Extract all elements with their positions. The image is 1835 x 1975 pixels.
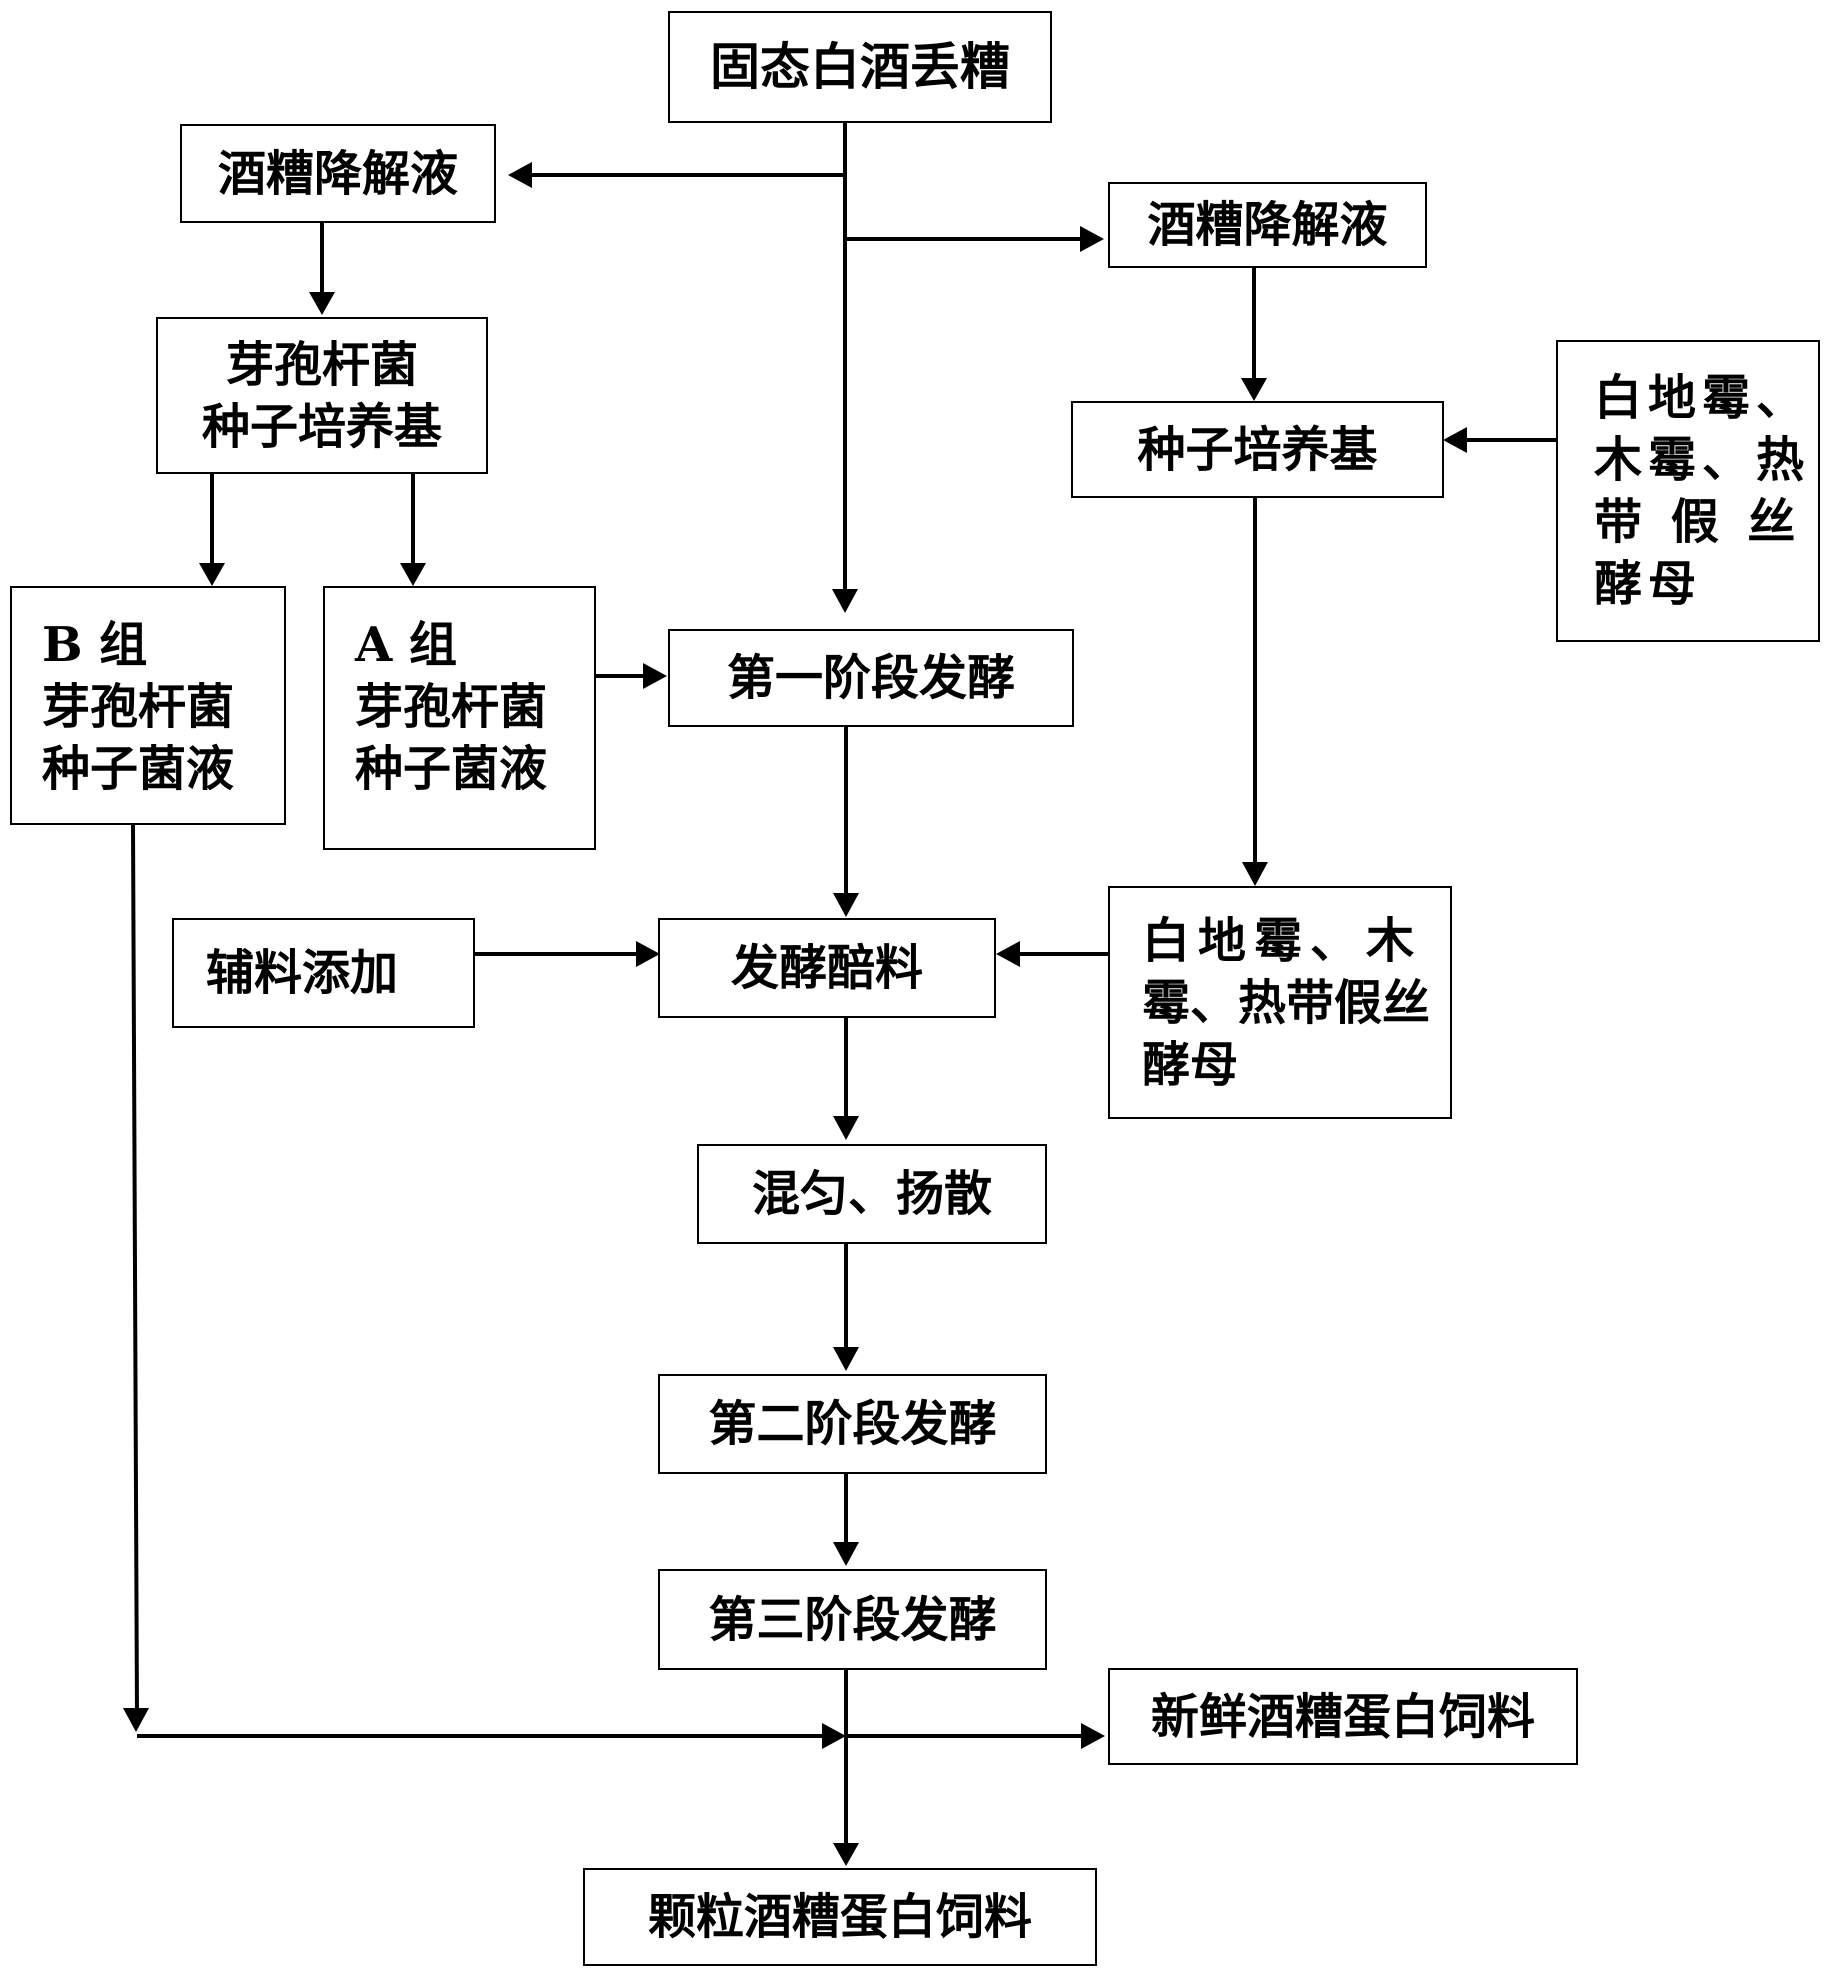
node-fungi-top-line1: 白地霉、 bbox=[1594, 367, 1810, 429]
arrow-to-stage1 bbox=[643, 663, 667, 689]
node-group-a-line1: A 组 bbox=[355, 614, 457, 676]
node-fresh-feed-label: 新鲜酒糟蛋白饲料 bbox=[1151, 1686, 1535, 1748]
arrow-merge bbox=[822, 1723, 846, 1749]
node-stage3-label: 第三阶段发酵 bbox=[708, 1589, 996, 1651]
node-seed-medium-label: 种子培养基 bbox=[1137, 419, 1377, 481]
node-group-b-line1: B 组 bbox=[42, 614, 147, 676]
node-fermented-mash-label: 发酵醅料 bbox=[731, 937, 923, 999]
arrow-to-group-a bbox=[400, 563, 426, 586]
arrow-auxiliary-to-mash bbox=[636, 941, 660, 967]
node-fungi-mid-line1: 白地霉、木 bbox=[1142, 910, 1422, 972]
node-fungi-mid: 白地霉、木 霉、热带假丝 酵母 bbox=[1108, 886, 1452, 1119]
node-fresh-feed: 新鲜酒糟蛋白饲料 bbox=[1108, 1668, 1578, 1765]
arrow-to-fermented-mash bbox=[833, 893, 859, 917]
node-granular-feed-label: 颗粒酒糟蛋白饲料 bbox=[648, 1886, 1032, 1948]
arrow-to-stage3 bbox=[833, 1542, 859, 1566]
node-degradation-liquid-right: 酒糟降解液 bbox=[1108, 182, 1427, 268]
node-stage1-label: 第一阶段发酵 bbox=[727, 647, 1015, 709]
arrow-fungi-to-seed bbox=[1443, 427, 1467, 453]
node-fungi-top: 白地霉、 木霉、热 带 假 丝 酵母 bbox=[1556, 340, 1820, 642]
arrow-to-fresh-feed bbox=[1081, 1723, 1105, 1749]
node-stage1-fermentation: 第一阶段发酵 bbox=[668, 629, 1074, 727]
node-bacillus-medium-line1: 芽孢杆菌 bbox=[226, 334, 418, 396]
node-source: 固态白酒丢糟 bbox=[668, 11, 1052, 123]
node-group-a-line3: 种子菌液 bbox=[355, 738, 547, 800]
node-group-a-line2: 芽孢杆菌 bbox=[355, 676, 547, 738]
node-bacillus-seed-medium: 芽孢杆菌 种子培养基 bbox=[156, 317, 488, 474]
node-group-b-line2: 芽孢杆菌 bbox=[42, 676, 234, 738]
node-bacillus-medium-line2: 种子培养基 bbox=[202, 396, 442, 458]
node-stage2-fermentation: 第二阶段发酵 bbox=[658, 1374, 1047, 1474]
node-stage3-fermentation: 第三阶段发酵 bbox=[658, 1569, 1047, 1670]
node-auxiliary-label: 辅料添加 bbox=[206, 942, 398, 1004]
node-seed-medium: 种子培养基 bbox=[1071, 401, 1444, 498]
node-source-label: 固态白酒丢糟 bbox=[710, 36, 1010, 98]
node-auxiliary-addition: 辅料添加 bbox=[172, 918, 475, 1028]
node-fungi-mid-line2: 霉、热带假丝 bbox=[1142, 972, 1430, 1034]
node-degradation-liquid-left: 酒糟降解液 bbox=[180, 124, 496, 223]
arrow-to-degr-right bbox=[1080, 226, 1104, 252]
node-group-b-line3: 种子菌液 bbox=[42, 738, 234, 800]
node-fermented-mash: 发酵醅料 bbox=[658, 918, 996, 1018]
arrow-source-to-stage1 bbox=[832, 589, 858, 613]
node-fungi-top-line4: 酵母 bbox=[1594, 553, 1702, 615]
arrow-to-group-b bbox=[199, 563, 225, 586]
arrow-to-degr-left bbox=[508, 162, 532, 188]
node-fungi-top-line3: 带 假 丝 bbox=[1594, 491, 1801, 553]
edge-group-b-down bbox=[133, 825, 137, 1718]
arrow-to-granular-feed bbox=[833, 1843, 859, 1866]
node-group-b: B 组 芽孢杆菌 种子菌液 bbox=[10, 586, 286, 825]
node-degr-left-label: 酒糟降解液 bbox=[218, 143, 458, 205]
node-fungi-top-line2: 木霉、热 bbox=[1594, 429, 1810, 491]
arrow-to-bacillus-medium bbox=[309, 292, 335, 315]
node-granular-feed: 颗粒酒糟蛋白饲料 bbox=[583, 1868, 1097, 1966]
arrow-group-b-down bbox=[123, 1708, 149, 1732]
arrow-to-fungi-mid bbox=[1242, 862, 1268, 886]
arrow-to-mix bbox=[833, 1116, 859, 1140]
arrow-to-seed-medium bbox=[1241, 378, 1267, 401]
arrow-fungi-mid-to-mash bbox=[996, 941, 1020, 967]
arrow-to-stage2 bbox=[833, 1347, 859, 1371]
node-mix-label: 混匀、扬散 bbox=[752, 1163, 992, 1225]
node-group-a: A 组 芽孢杆菌 种子菌液 bbox=[323, 586, 596, 850]
node-stage2-label: 第二阶段发酵 bbox=[708, 1393, 996, 1455]
node-fungi-mid-line3: 酵母 bbox=[1142, 1034, 1238, 1096]
node-mix-spread: 混匀、扬散 bbox=[697, 1144, 1047, 1244]
node-degr-right-label: 酒糟降解液 bbox=[1147, 194, 1387, 256]
